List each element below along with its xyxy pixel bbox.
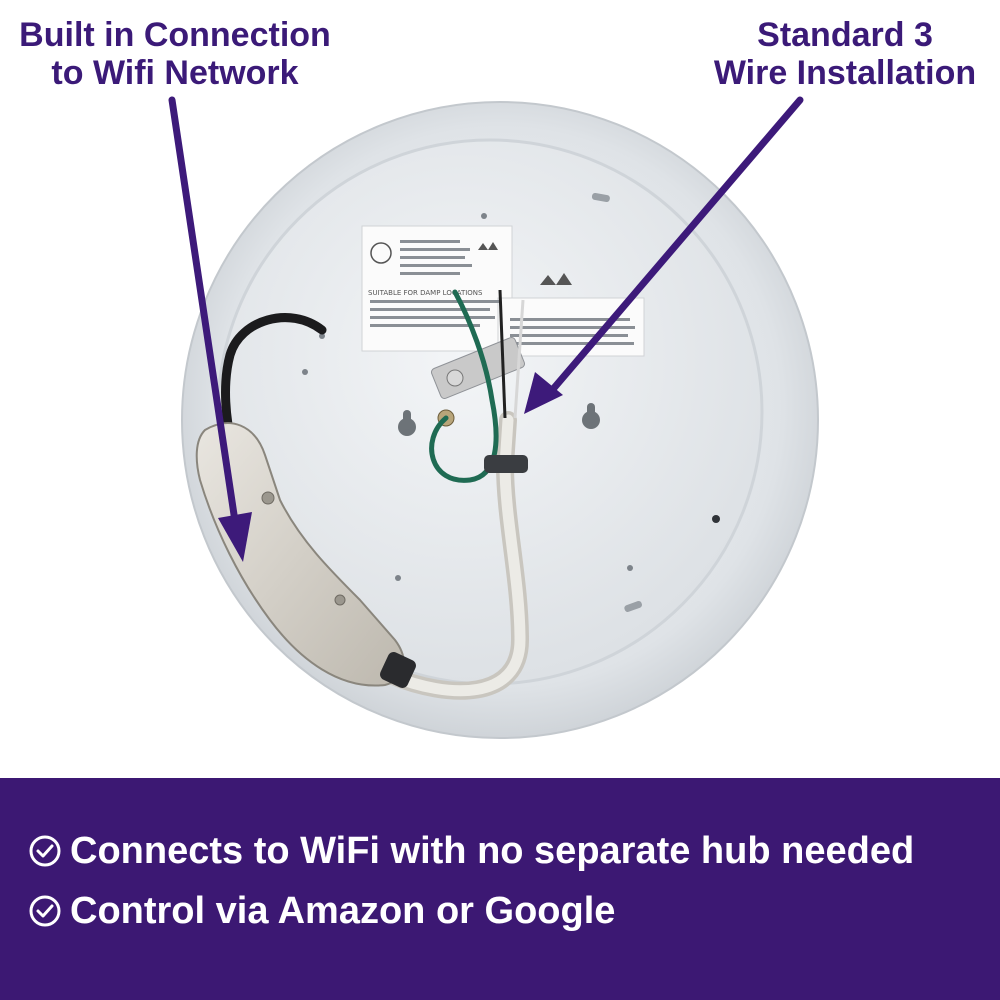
check-circle-icon	[29, 895, 61, 927]
plate-hole	[302, 369, 308, 375]
plate-hole	[395, 575, 401, 581]
keyhole-slot-left	[398, 410, 416, 436]
arrow-icon	[168, 96, 252, 562]
callout-wire-installation: Standard 3 Wire Installation	[680, 16, 1000, 92]
callout-line: Standard 3	[757, 16, 933, 54]
keyhole-slot-right	[582, 403, 600, 429]
power-cord-black	[221, 313, 327, 450]
cable-clamp	[484, 455, 528, 473]
feature-text: Connects to WiFi with no separate hub ne…	[70, 829, 915, 872]
check-circle-icon	[29, 835, 61, 867]
feature-item-wifi: Connects to WiFi with no separate hub ne…	[28, 826, 914, 876]
ground-wire-green	[429, 289, 499, 483]
plate-hole	[481, 213, 487, 219]
callout-line: to Wifi Network	[51, 54, 299, 92]
callout-wifi-connection: Built in Connection to Wifi Network	[0, 16, 350, 92]
wifi-module-housing	[195, 422, 405, 687]
feature-text: Control via Amazon or Google	[70, 889, 616, 932]
plate-hole	[712, 515, 720, 523]
arrow-icon	[524, 96, 804, 414]
plate-slot	[624, 600, 642, 612]
plate-slot	[591, 192, 610, 203]
callout-line: Built in Connection	[19, 16, 331, 54]
svg-text:SUITABLE FOR DAMP LOCATIONS: SUITABLE FOR DAMP LOCATIONS	[368, 289, 483, 297]
plate-hole	[627, 565, 633, 571]
light-fixture-photo: SUITABLE FOR DAMP LOCATIONS	[168, 96, 819, 739]
plate-hole	[319, 333, 325, 339]
feature-item-voice-control: Control via Amazon or Google	[28, 886, 615, 936]
callout-line: Wire Installation	[713, 54, 977, 92]
feature-banner	[0, 778, 1000, 1000]
